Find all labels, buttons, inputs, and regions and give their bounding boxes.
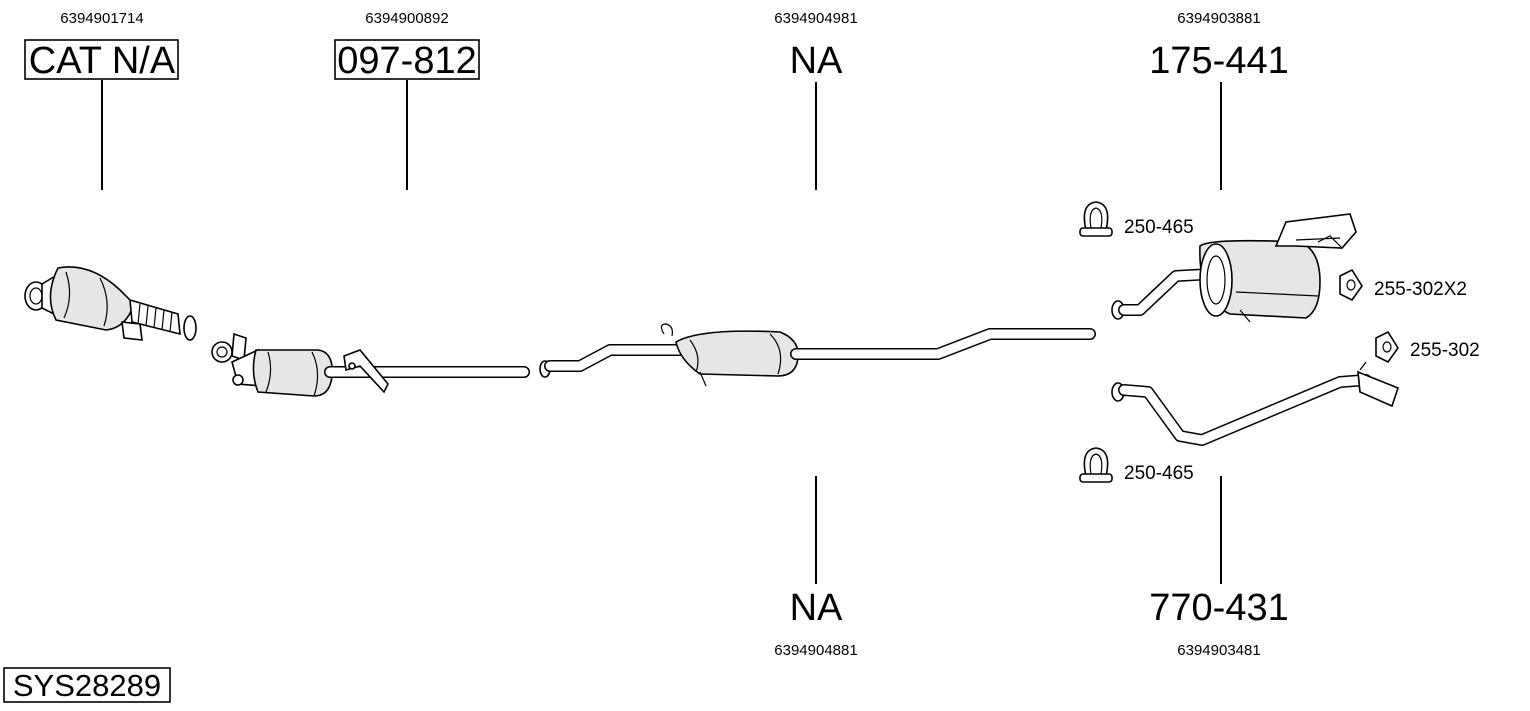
catalyst-part[interactable]: 6394901714 CAT N/A (24, 10, 197, 341)
part-number-catalyst: CAT N/A (29, 40, 176, 82)
oem-number-rear-silencer: 6394903881 (1177, 10, 1260, 27)
system-code: SYS28289 (3, 667, 171, 703)
rubber-hanger-icon (1375, 330, 1399, 364)
catalyst-drawing (24, 266, 197, 341)
accessory-hanger-rear[interactable]: 255-302X2 (1339, 268, 1467, 302)
center-silencer-part[interactable]: 6394904981 NA (539, 10, 1096, 387)
tail-pipe-part[interactable]: 770-431 6394903481 (1111, 361, 1399, 659)
system-code-label: SYS28289 (13, 668, 161, 703)
part-number-rear-silencer: 175-441 (1149, 40, 1288, 82)
part-number-tail-pipe: 770-431 (1149, 587, 1288, 629)
part-number-box-dpf (334, 39, 480, 80)
accessory-clamp-top[interactable]: 250-465 (1079, 201, 1194, 238)
center-silencer-drawing (539, 323, 1096, 387)
accessory-label-hanger-tail: 255-302 (1410, 340, 1480, 361)
middle-pipe-part[interactable]: NA 6394904881 (774, 476, 858, 659)
oem-number-tail-pipe: 6394903481 (1177, 642, 1260, 659)
accessory-hanger-tail[interactable]: 255-302 (1375, 330, 1480, 364)
oem-number-center-silencer: 6394904981 (774, 10, 857, 27)
clamp-icon (1079, 201, 1113, 237)
dpf-part[interactable]: 6394900892 097-812 (211, 10, 530, 397)
rear-silencer-part[interactable]: 6394903881 175-441 (1111, 10, 1357, 323)
accessory-label-hanger-rear: 255-302X2 (1374, 279, 1467, 300)
part-number-dpf: 097-812 (337, 40, 476, 82)
part-number-middle-pipe: NA (790, 587, 843, 629)
part-number-center-silencer: NA (790, 40, 843, 82)
rubber-hanger-icon (1339, 268, 1363, 302)
accessory-label-clamp-top: 250-465 (1124, 217, 1194, 238)
system-code-box (3, 667, 171, 703)
tail-pipe-drawing (1111, 361, 1399, 446)
part-number-box-catalyst (24, 39, 179, 80)
oem-number-middle-pipe: 6394904881 (774, 642, 857, 659)
oem-number-dpf: 6394900892 (365, 10, 448, 27)
oem-number-catalyst: 6394901714 (60, 10, 143, 27)
rear-silencer-drawing (1111, 213, 1357, 323)
clamp-icon (1079, 447, 1113, 483)
accessory-label-clamp-bottom: 250-465 (1124, 463, 1194, 484)
dpf-drawing (211, 332, 530, 397)
accessory-clamp-bottom[interactable]: 250-465 (1079, 447, 1194, 484)
